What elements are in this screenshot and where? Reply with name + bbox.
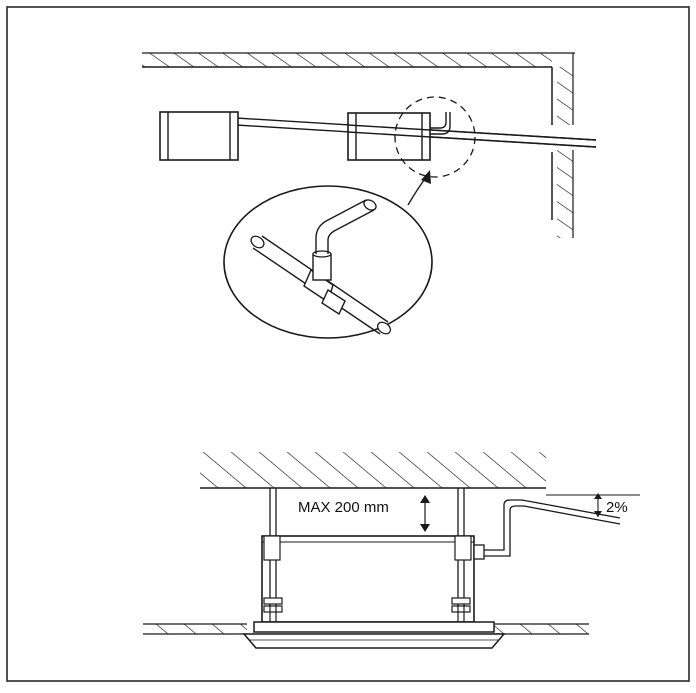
drain-pipe-slope bbox=[484, 499, 621, 557]
max-height-label: MAX 200 mm bbox=[298, 499, 389, 516]
false-ceiling bbox=[143, 623, 589, 635]
slope-label: 2% bbox=[606, 499, 628, 516]
magnified-tee-detail bbox=[223, 185, 433, 339]
cassette-unit-body bbox=[261, 535, 485, 623]
ceiling-slab-bottom bbox=[200, 452, 546, 489]
indoor-unit-middle bbox=[347, 112, 451, 161]
ceiling-slab-top bbox=[142, 52, 575, 68]
outer-frame bbox=[6, 6, 690, 682]
wall-right bbox=[551, 53, 574, 238]
indoor-unit-left bbox=[159, 111, 239, 161]
bottom-illustration bbox=[143, 452, 640, 649]
max-dimension-arrow bbox=[420, 495, 430, 532]
top-illustration bbox=[142, 52, 597, 339]
callout-arrow bbox=[407, 170, 431, 206]
detail-callout-circle bbox=[394, 96, 476, 178]
decorative-panel bbox=[242, 621, 506, 649]
slope-arrow bbox=[594, 493, 602, 517]
